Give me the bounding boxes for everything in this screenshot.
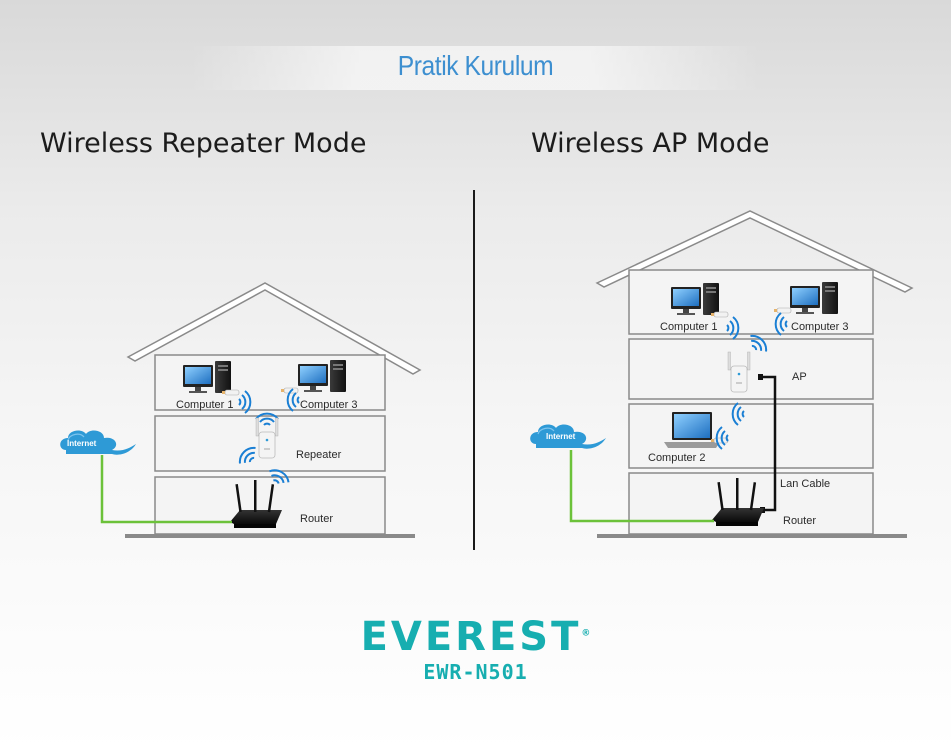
brand-name: EVEREST <box>360 614 582 660</box>
label-lan-cable: Lan Cable <box>780 478 830 490</box>
brand-logo: EVEREST® <box>0 614 951 660</box>
mode-divider <box>473 190 475 550</box>
registered-mark: ® <box>581 628 591 639</box>
label-computer-1: Computer 1 <box>660 321 717 333</box>
label-ap: AP <box>792 371 807 383</box>
laptop-icon <box>664 412 720 448</box>
repeater-mode-heading: Wireless Repeater Mode <box>40 128 367 159</box>
ap-floor-3 <box>628 338 874 400</box>
label-internet: Internet <box>67 439 97 448</box>
page-title: Pratik Kurulum <box>397 50 554 81</box>
label-router: Router <box>783 515 816 527</box>
label-router: Router <box>300 513 333 525</box>
label-computer-3: Computer 3 <box>791 321 848 333</box>
repeater-ground <box>125 534 415 538</box>
ap-house-roof <box>595 210 914 293</box>
internet-cable <box>569 450 714 523</box>
lan-connector-icon <box>758 374 763 380</box>
label-computer-1: Computer 1 <box>176 399 233 411</box>
label-internet: Internet <box>546 432 576 441</box>
lan-cable <box>760 375 777 512</box>
internet-cable <box>100 455 232 524</box>
ap-floor-2 <box>628 403 874 469</box>
model-number: EWR-N501 <box>423 660 528 684</box>
ap-house: Computer 1 Computer 3 AP Computer 2 Lan … <box>529 210 914 538</box>
ap-ground <box>597 534 907 538</box>
label-repeater: Repeater <box>296 449 342 461</box>
title-banner <box>190 46 760 90</box>
repeater-house: Computer 1 Computer 3 Repeater Router In… <box>59 282 422 538</box>
label-computer-2: Computer 2 <box>648 452 705 464</box>
repeater-house-roof <box>126 282 422 375</box>
label-computer-3: Computer 3 <box>300 399 357 411</box>
ap-mode-heading: Wireless AP Mode <box>531 128 770 159</box>
